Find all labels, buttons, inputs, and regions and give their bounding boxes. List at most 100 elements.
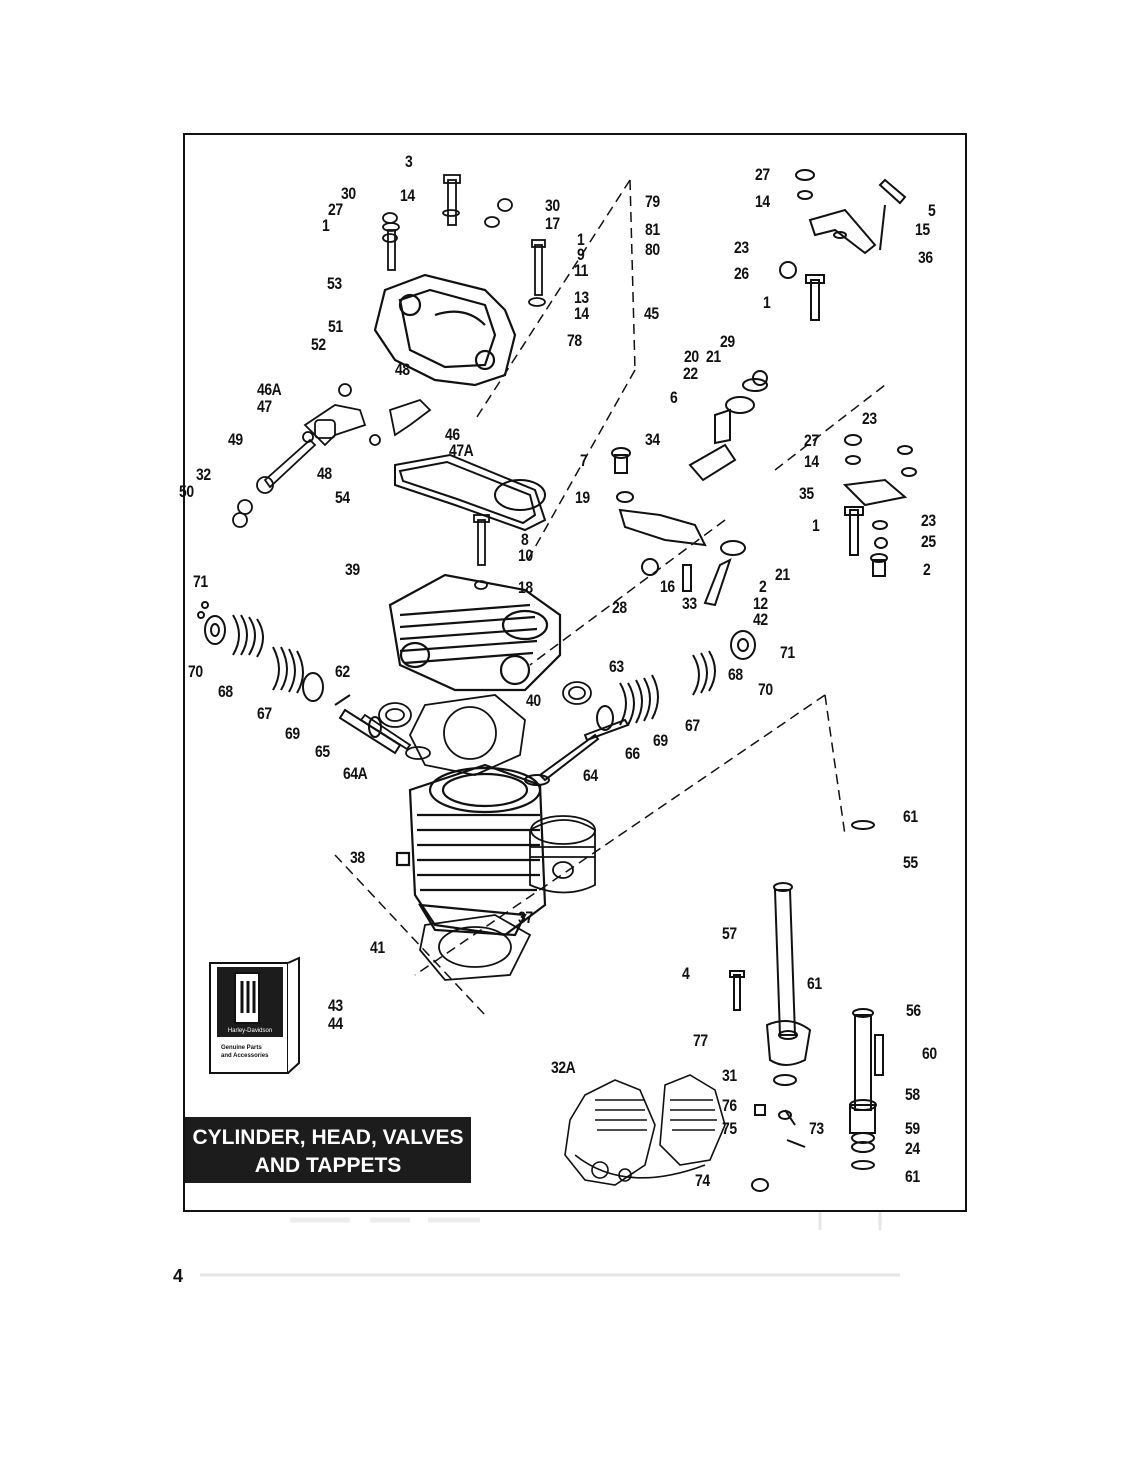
callout-35: 35: [799, 484, 814, 503]
catalog-brand: Harley-Davidson: [228, 1028, 272, 1034]
callout-73: 73: [809, 1119, 824, 1138]
page-number: 4: [173, 1266, 184, 1286]
diagram-frame: Harley-Davidson Genuine Parts and Access…: [179, 133, 967, 1212]
callout-14: 14: [755, 192, 770, 211]
callout-34: 34: [645, 430, 660, 449]
callout-64: 64: [583, 766, 598, 785]
callout-48: 48: [395, 360, 410, 379]
callout-38: 38: [350, 848, 365, 867]
callout-21: 21: [706, 347, 721, 366]
callout-57: 57: [722, 924, 737, 943]
rocker-cover: [373, 273, 517, 387]
callout-1: 1: [812, 516, 820, 535]
callout-70: 70: [758, 680, 773, 699]
callout-14: 14: [574, 304, 589, 323]
intake-seals: [378, 681, 592, 728]
callout-56: 56: [906, 1001, 921, 1020]
catalog-line2: and Accessories: [221, 1053, 269, 1059]
callout-15: 15: [915, 220, 930, 239]
callout-11: 11: [574, 261, 588, 280]
callout-14: 14: [804, 452, 819, 471]
callout-29: 29: [720, 332, 735, 351]
callout-3: 3: [405, 152, 413, 171]
callout-47a: 47A: [449, 441, 474, 460]
parts-catalog-book: Harley-Davidson Genuine Parts and Access…: [209, 956, 300, 1074]
catalog-line1: Genuine Parts: [221, 1045, 262, 1051]
callout-71: 71: [780, 643, 795, 662]
callout-28: 28: [612, 598, 627, 617]
right-brackets: [611, 169, 907, 607]
callout-80: 80: [645, 240, 660, 259]
callout-69: 69: [285, 724, 300, 743]
callout-12: 12: [753, 594, 768, 613]
callout-23: 23: [862, 409, 877, 428]
callout-5: 5: [928, 201, 936, 220]
callout-66: 66: [625, 744, 640, 763]
callout-30: 30: [341, 184, 356, 203]
cover-bolts: [382, 174, 546, 307]
callout-67: 67: [685, 716, 700, 735]
callout-74: 74: [695, 1171, 710, 1190]
callout-47: 47: [257, 397, 272, 416]
callout-13: 13: [574, 288, 589, 307]
callout-51: 51: [328, 317, 343, 336]
callout-43: 43: [328, 996, 343, 1015]
rocker-arms: [303, 383, 432, 447]
valve-springs-right: [524, 630, 756, 786]
callout-9: 9: [577, 245, 585, 264]
section-title-line2: AND TAPPETS: [254, 1154, 402, 1177]
callout-7: 7: [580, 451, 588, 470]
callout-1: 1: [763, 293, 771, 312]
callout-25: 25: [921, 532, 936, 551]
rocker-gasket: [394, 453, 547, 532]
callout-75: 75: [722, 1119, 737, 1138]
callout-69: 69: [653, 731, 668, 750]
callout-41: 41: [370, 938, 385, 957]
callout-27: 27: [328, 200, 343, 219]
callout-36: 36: [918, 248, 933, 267]
callout-61: 61: [903, 807, 918, 826]
callout-18: 18: [518, 578, 533, 597]
callout-70: 70: [188, 662, 203, 681]
callout-65: 65: [315, 742, 330, 761]
callout-22: 22: [683, 364, 698, 383]
callout-32a: 32A: [551, 1058, 576, 1077]
callout-27: 27: [804, 431, 819, 450]
callout-16: 16: [660, 577, 675, 596]
callout-30: 30: [545, 196, 560, 215]
section-title-line1: CYLINDER, HEAD, VALVES: [192, 1126, 464, 1149]
head-bolt: [473, 514, 490, 590]
callout-32: 32: [196, 465, 211, 484]
callout-21: 21: [775, 565, 790, 584]
callout-71: 71: [193, 572, 208, 591]
callout-23: 23: [921, 511, 936, 530]
callout-31: 31: [722, 1066, 737, 1085]
callout-44: 44: [328, 1014, 343, 1033]
callout-6: 6: [670, 388, 678, 407]
callout-81: 81: [645, 220, 660, 239]
callout-78: 78: [567, 331, 582, 350]
callout-54: 54: [335, 488, 350, 507]
callout-27: 27: [755, 165, 770, 184]
callout-79: 79: [645, 192, 660, 211]
base-gasket: [419, 914, 532, 981]
callout-61: 61: [807, 974, 822, 993]
callout-42: 42: [753, 610, 768, 629]
callout-77: 77: [693, 1031, 708, 1050]
callout-59: 59: [905, 1119, 920, 1138]
callout-46: 46: [445, 425, 460, 444]
exploded-parts-drawing: [197, 169, 917, 1192]
callout-68: 68: [728, 665, 743, 684]
callout-23: 23: [734, 238, 749, 257]
right-stack: [842, 204, 917, 577]
callout-55: 55: [903, 853, 918, 872]
callout-64a: 64A: [343, 764, 368, 783]
callout-62: 62: [335, 662, 350, 681]
callout-17: 17: [545, 214, 560, 233]
callout-1: 1: [322, 216, 330, 235]
callout-46a: 46A: [257, 380, 282, 399]
callout-40: 40: [526, 691, 541, 710]
piston: [529, 815, 596, 894]
valve-64a: [359, 713, 431, 760]
callout-60: 60: [922, 1044, 937, 1063]
